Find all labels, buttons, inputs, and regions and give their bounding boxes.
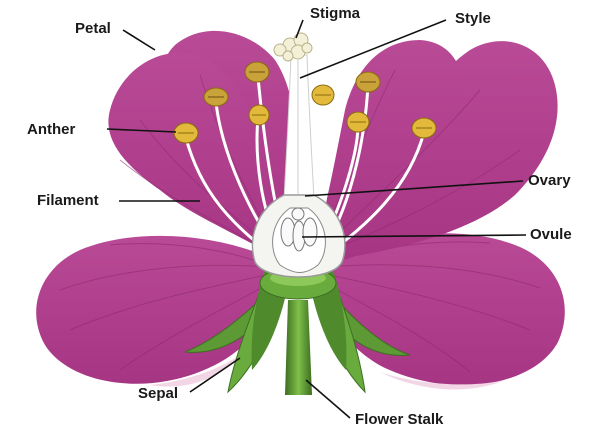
leader-line-ovary [304, 180, 524, 197]
anthers [173, 61, 437, 144]
leader-line-ovule [301, 234, 527, 238]
label-anther: Anther [27, 121, 76, 138]
stigma [273, 32, 313, 62]
ovules [280, 207, 318, 252]
pistil [251, 54, 346, 278]
label-filament: Filament [37, 192, 99, 209]
leader-line-sepal [189, 357, 241, 393]
label-sepal: Sepal [138, 385, 179, 402]
anther [248, 104, 270, 126]
leader-line-flower-stalk [305, 379, 351, 419]
anther [346, 111, 370, 133]
label-stigma: Stigma [310, 5, 361, 22]
leader-line-petal [122, 29, 156, 51]
label-ovary: Ovary [528, 172, 571, 189]
anther [244, 61, 270, 83]
anther [411, 117, 437, 139]
anther [355, 71, 381, 93]
leader-line-style [299, 19, 447, 79]
label-petal: Petal [75, 20, 111, 37]
leader-lines [106, 19, 527, 419]
anther [311, 84, 335, 106]
leader-line-stigma [295, 19, 304, 39]
leader-line-anther [106, 128, 177, 133]
label-style: Style [455, 10, 491, 27]
anther [173, 122, 199, 144]
label-ovule: Ovule [530, 226, 572, 243]
petal-upper-right [310, 40, 558, 265]
label-flower-stalk: Flower Stalk [355, 411, 444, 428]
anther [203, 87, 229, 107]
